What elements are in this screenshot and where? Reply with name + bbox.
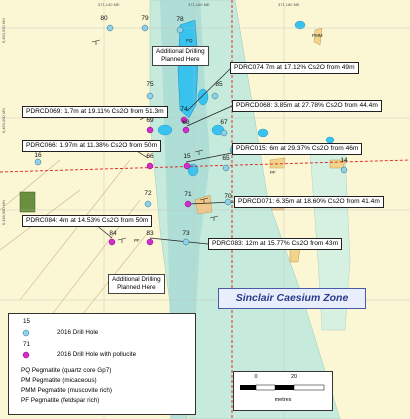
legend-swatch-pollucite [22,351,30,359]
drill-hole-label: 66 [146,153,154,160]
quartz-core-body [187,163,199,177]
drill-hole-2016 [224,198,232,206]
assay-callout: PDRC084: 4m at 14.53% Cs2O from 50m [22,215,153,227]
drill-hole-label: 67 [220,119,228,126]
outcrop [194,194,213,215]
assay-callout: PDRCD071: 6.35m at 18.60% Cs2O from 41.4… [234,196,384,208]
lithology-label: PF [270,170,276,175]
legend-lithology: PM Pegmatite (micaceous) [21,377,97,384]
lithology-label: PMM [312,33,323,38]
scale-bar: 0 20 metres [233,371,333,411]
northing-label: 6,449,980 MN [1,200,6,226]
quartz-core-body [157,124,173,136]
drill-hole-label: 79 [141,15,149,22]
legend-swatch-2016 [22,329,30,337]
drill-hole-2016-group [34,24,348,246]
legend-lithology: PQ Pegmatite (quartz core Gp7) [21,367,112,374]
northing-label: 6,450,020 MN [1,18,6,44]
outcrop [313,27,323,46]
assay-callout: PDRC015: 6m at 29.37% Cs2O from 46m [232,143,363,155]
drill-hole-2016 [144,200,152,208]
leader-lines [94,68,235,245]
drill-hole-label: 16 [34,152,42,159]
drill-hole-pollucite [146,126,154,134]
drill-hole-label: 84 [109,230,117,237]
drill-hole-pollucite [146,238,154,246]
legend-id: 71 [23,341,31,348]
drill-hole-pollucite [184,200,192,208]
drill-hole-label: 69 [146,117,154,124]
drill-hole-label: 74 [180,106,188,113]
legend-lithology: PF Pegmatite (feldspar rich) [21,397,100,404]
outcrop [289,247,301,263]
map-legend: 15 2016 Drill Hole 71 2016 Drill Hole wi… [8,313,196,415]
drill-hole-label: 72 [144,190,152,197]
strike-dip-symbols [91,39,219,243]
drill-hole-label: 80 [100,15,108,22]
drill-hole-pollucite [108,238,116,246]
scale-bar-graphic [240,384,325,391]
planned-drilling-note: Additional Drilling Planned Here [152,46,209,66]
drill-hole-pollucite [146,162,154,170]
drill-hole-2016 [222,164,230,172]
assay-callout: PDRC083: 12m at 15.77% Cs2O from 43m [208,238,343,250]
drill-hole-pollucite-group [108,116,192,246]
drill-hole-2016 [211,92,219,100]
drill-hole-2016 [176,26,184,34]
quartz-core-body [294,20,306,30]
outcrop-dark [19,191,36,213]
drill-hole-label: 75 [146,81,154,88]
drill-hole-2016 [141,24,149,32]
drill-hole-label: 68 [182,119,190,126]
legend-text: 2016 Drill Hole [57,329,99,336]
easting-label: 371,160 ME [188,2,210,7]
legend-id: 15 [23,318,31,325]
drill-hole-label: 70 [224,193,232,200]
legend-lithology: PMM Pegmatite (muscovite rich) [21,387,112,394]
planned-drilling-note: Additional Drilling Planned Here [108,274,165,294]
easting-label: 371,180 ME [278,2,300,7]
quartz-core-body [197,88,209,106]
drill-hole-2016 [106,24,114,32]
assay-callout: PDRCD069: 1.7m at 19.11% Cs2O from 51.3m [22,106,168,118]
easting-label: 371,140 ME [98,2,120,7]
drill-hole-label: 73 [182,230,190,237]
drill-hole-pollucite [180,116,188,124]
drill-hole-2016 [146,92,154,100]
lithology-label: PQ [186,38,193,43]
assay-callout: PDRCD068: 3.85m at 27.78% Cs2O from 44.4… [232,100,382,112]
outcrop [269,157,286,169]
quartz-core-body [257,128,269,138]
drill-hole-label: 65 [222,155,230,162]
scale-tick: 0 [254,374,258,380]
drill-hole-label: 83 [146,230,154,237]
quartz-core-body [177,19,199,119]
lithology-label: PF [134,238,140,243]
assay-callout: PDRC074 7m at 17.12% Cs2O from 49m [230,62,359,74]
drill-hole-label: 15 [183,153,191,160]
scale-unit: metres [274,397,292,403]
drill-hole-2016 [220,129,228,137]
drill-hole-pollucite [182,126,190,134]
drill-hole-pollucite [183,162,191,170]
northing-label: 6,450,000 MN [1,108,6,134]
drill-hole-label: 85 [215,81,223,88]
drill-hole-label: 71 [184,191,192,198]
legend-text: 2016 Drill Hole with pollucite [57,351,137,358]
zone-title: Sinclair Caesium Zone [218,288,366,309]
scale-tick: 20 [290,374,298,380]
drill-hole-2016 [182,238,190,246]
assay-callout: PDRC066: 1.97m at 11.38% Cs2O from 50m [22,140,162,152]
drill-hole-2016 [34,158,42,166]
drill-hole-label: 78 [176,16,184,23]
drill-hole-2016 [340,166,348,174]
drill-hole-label: 14 [340,157,348,164]
